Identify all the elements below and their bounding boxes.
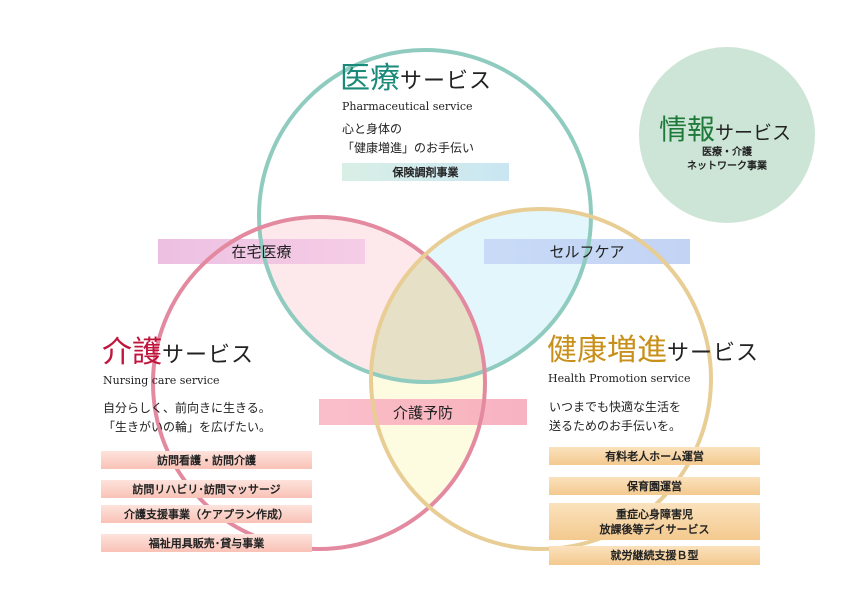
info-desc: 医療・介護 ネットワーク事業	[640, 146, 814, 174]
nursing-item: 介護支援事業（ケアプラン作成）	[101, 505, 312, 523]
info-heading: 情報サービス	[659, 108, 791, 148]
health-heading: 健康増進サービス	[547, 334, 759, 368]
insurance-pharmacy-bar	[342, 163, 509, 181]
medical-english: Pharmaceutical service	[342, 100, 473, 113]
nursing-item: 訪問看護・訪問介護	[101, 451, 312, 469]
health-item: 保育園運営	[549, 477, 760, 495]
nursing-english: Nursing care service	[103, 374, 220, 387]
health-item: 就労継続支援Ｂ型	[549, 546, 760, 565]
info-desc-line1: 医療・介護	[702, 147, 752, 158]
health-title: 健康増進	[547, 333, 667, 368]
health-suffix: サービス	[667, 341, 760, 366]
medical-heading: 医療サービス	[340, 62, 492, 96]
info-circle	[639, 47, 815, 223]
medical-desc-line1: 心と身体の	[342, 122, 403, 136]
medical-desc-line2: 「健康増進」のお手伝い	[342, 141, 475, 155]
medical-desc: 心と身体の 「健康増進」のお手伝い	[342, 120, 474, 158]
info-desc-line2: ネットワーク事業	[687, 161, 767, 172]
health-desc-line1: いつまでも快適な生活を	[549, 400, 682, 414]
nursing-title: 介護	[102, 335, 162, 370]
nursing-heading: 介護サービス	[102, 336, 254, 370]
health-desc-line2: 送るためのお手伝いを。	[549, 419, 682, 433]
care-prevention-bar	[319, 399, 527, 425]
info-suffix: サービス	[715, 122, 792, 144]
nursing-desc-line2: 「生きがいの輪」を広げたい。	[103, 420, 272, 434]
nursing-suffix: サービス	[162, 343, 255, 368]
nursing-desc-line1: 自分らしく、前向きに生きる。	[103, 401, 271, 415]
health-item: 有料老人ホーム運営	[549, 447, 760, 465]
self-care-label: セルフケア	[549, 243, 625, 261]
health-circle	[369, 207, 713, 551]
info-title: 情報	[659, 113, 716, 146]
nursing-item: 訪問リハビリ･訪問マッサージ	[101, 480, 312, 498]
health-english: Health Promotion service	[548, 372, 691, 385]
medical-item: 保険調剤事業	[392, 165, 459, 179]
medical-title: 医療	[340, 61, 400, 96]
health-item: 重症心身障害児 放課後等デイサービス	[549, 503, 760, 540]
nursing-circle	[151, 215, 487, 551]
health-item-line2: 放課後等デイサービス	[599, 522, 710, 536]
health-desc: いつまでも快適な生活を 送るためのお手伝いを。	[549, 398, 681, 436]
health-item-line1: 重症心身障害児	[616, 507, 693, 521]
nursing-item: 福祉用具販売･貸与事業	[101, 534, 312, 552]
nursing-desc: 自分らしく、前向きに生きる。 「生きがいの輪」を広げたい。	[103, 399, 271, 437]
home-medical-label: 在宅医療	[231, 243, 292, 261]
care-prevention-label: 介護予防	[392, 403, 453, 422]
medical-suffix: サービス	[400, 69, 493, 94]
